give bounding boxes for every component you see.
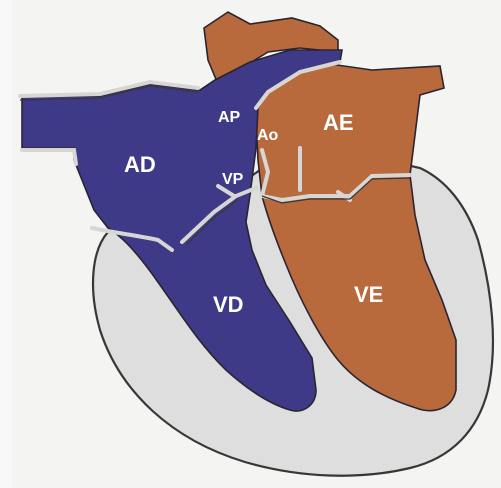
label-right-atrium: AD xyxy=(124,152,156,177)
label-pulmonary-artery: AP xyxy=(218,109,241,126)
label-left-atrium: AE xyxy=(323,110,354,135)
label-aorta: Ao xyxy=(257,127,279,144)
label-pulmonary-valve: VP xyxy=(222,171,244,188)
label-left-ventricle: VE xyxy=(354,282,383,307)
label-right-ventricle: VD xyxy=(213,292,244,317)
